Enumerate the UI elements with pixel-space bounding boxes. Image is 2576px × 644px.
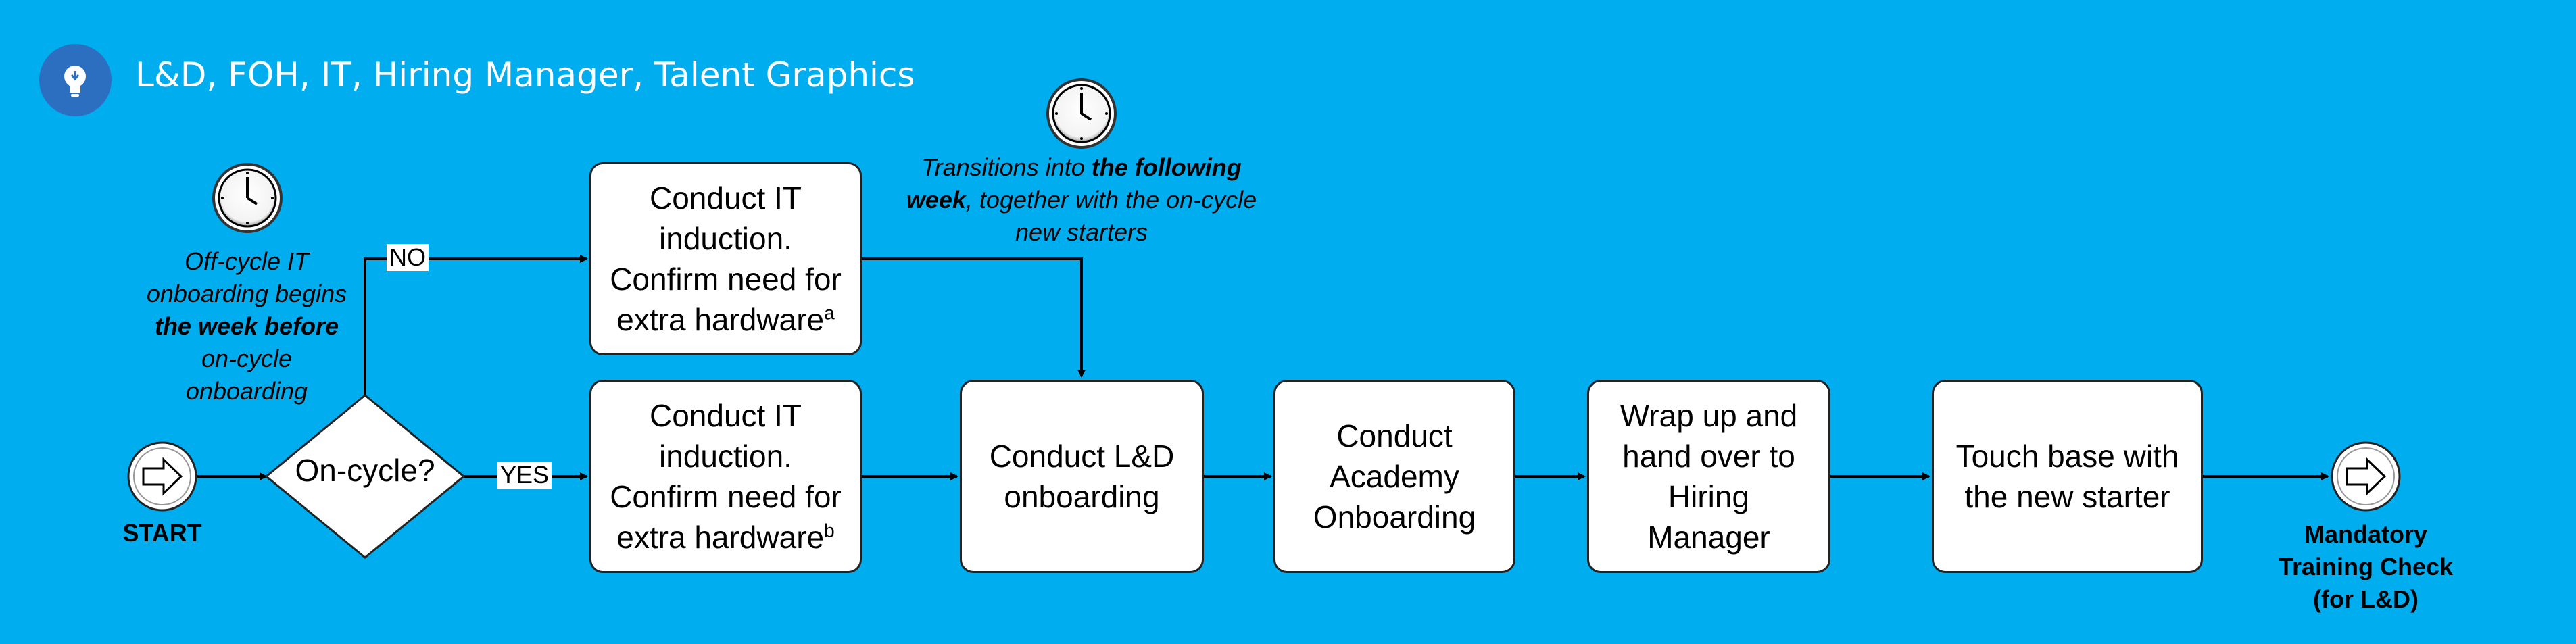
clock-icon [212,163,283,233]
box-line: onboarding [1004,479,1160,514]
box-line: Wrap up and [1620,398,1798,433]
box-line: Conduct IT [649,398,802,433]
task-it-induction-on-cycle: Conduct IT induction. Confirm need for e… [589,380,862,573]
footnote-marker: b [824,520,835,541]
note-line: onboarding [185,377,308,405]
box-line: extra hardware [616,302,825,337]
box-line: Onboarding [1313,499,1476,535]
note-line: Off-cycle IT [184,247,309,275]
note-text: , together with the on-cycle [965,186,1257,214]
box-line: Confirm need for [610,479,842,514]
box-line: induction. [659,439,792,474]
box-line: Academy [1330,459,1459,494]
task-handover: Wrap up and hand over to Hiring Manager [1587,380,1830,573]
edge-off-cycle-merge [862,257,1086,378]
edge-no [364,255,588,395]
task-academy-onboarding: Conduct Academy Onboarding [1273,380,1515,573]
note-line: on-cycle [201,345,293,372]
box-line: hand over to [1622,439,1795,474]
note-text: new starters [1015,218,1148,246]
edge-label-no: NO [387,244,429,271]
note-text: week [906,186,966,214]
end-event [2331,441,2401,512]
decision-label: On-cycle? [295,453,435,488]
task-ld-onboarding: Conduct L&D onboarding [960,380,1204,573]
clock-icon [1046,78,1117,149]
box-line: Manager [1647,520,1770,555]
note-transitions: Transitions into the following week, tog… [865,151,1298,249]
start-event [127,441,197,512]
lane-header: L&D, FOH, IT, Hiring Manager, Talent Gra… [0,0,2576,155]
note-text: the following [1091,153,1242,181]
box-line: extra hardware [616,520,825,555]
box-line: Confirm need for [610,262,842,297]
box-line: induction. [659,221,792,256]
lane-title: L&D, FOH, IT, Hiring Manager, Talent Gra… [135,55,915,95]
start-label: START [122,519,202,547]
decision-diamond [264,394,466,559]
note-off-cycle: Off-cycle IT onboarding begins the week … [108,245,385,407]
box-line: the new starter [1964,479,2170,514]
footnote-marker: a [824,302,835,324]
task-it-induction-off-cycle: Conduct IT induction. Confirm need for e… [589,162,862,355]
edge-label-yes: YES [497,462,552,489]
task-touch-base: Touch base with the new starter [1932,380,2203,573]
lightbulb-icon [39,44,112,116]
box-line: Conduct IT [649,180,802,216]
end-label: Mandatory Training Check (for L&D) [2278,520,2454,613]
box-line: Conduct L&D [989,439,1175,474]
note-text: Transitions into [921,153,1092,181]
note-line: the week before [154,312,339,340]
box-line: Conduct [1336,418,1453,453]
box-line: Touch base with [1955,439,2179,474]
note-line: onboarding begins [146,280,347,307]
box-line: Hiring [1668,479,1750,514]
